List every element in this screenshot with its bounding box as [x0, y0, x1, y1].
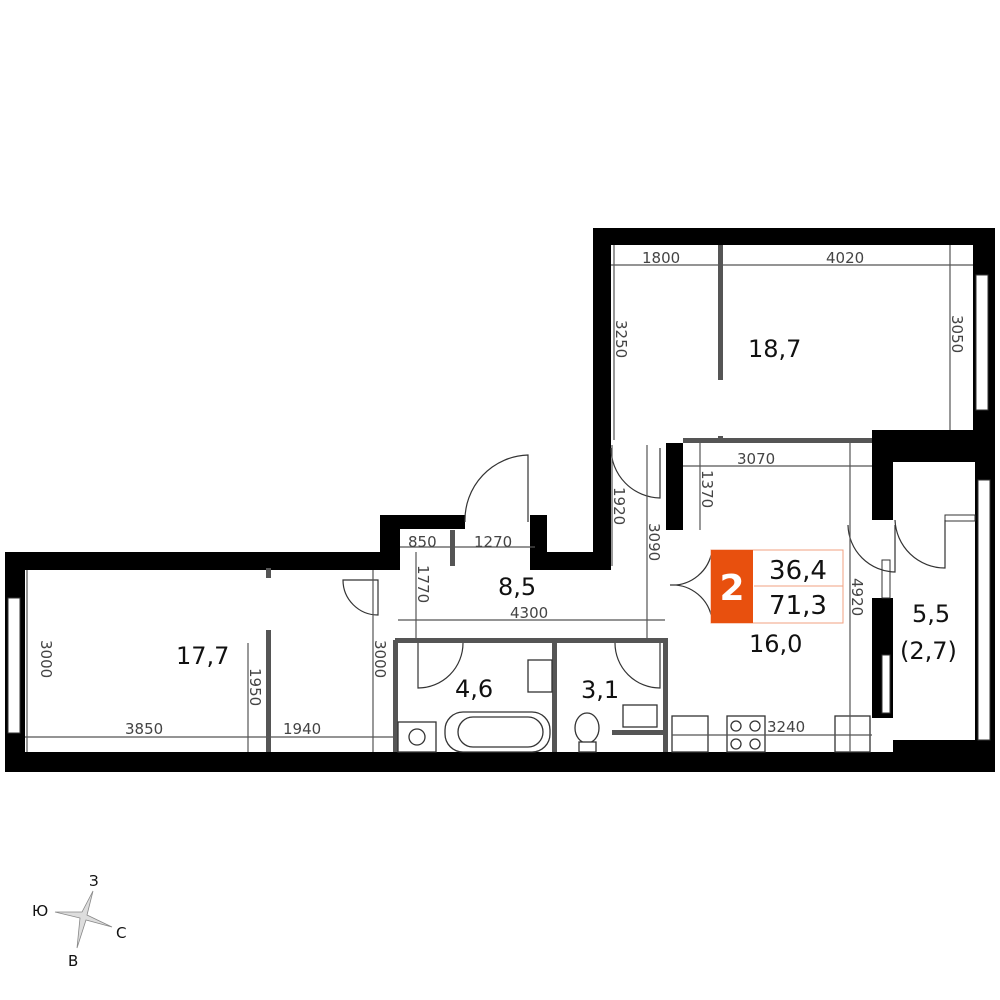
apartment-badge: 2 36,4 71,3 — [710, 549, 844, 624]
dim-4920: 4920 — [848, 578, 866, 616]
kitchen-sink-icon — [671, 715, 709, 753]
dim-3070: 3070 — [737, 450, 775, 468]
dim-4020: 4020 — [826, 249, 864, 267]
dim-1370: 1370 — [698, 470, 716, 508]
room-areas: 18,7 17,7 8,5 4,6 3,1 16,0 5,5 (2,7) — [176, 335, 957, 704]
balcony-area: 5,5 — [912, 600, 950, 628]
compass-south: Ю — [32, 902, 48, 920]
fixtures — [397, 659, 871, 753]
dim-1950: 1950 — [246, 668, 264, 706]
toilet-icon — [574, 712, 600, 744]
dim-3240: 3240 — [767, 718, 805, 736]
exterior-walls — [5, 228, 995, 772]
balcony-area-reduced: (2,7) — [900, 637, 957, 665]
dim-1270: 1270 — [474, 533, 512, 551]
sink-icon — [527, 659, 553, 693]
dim-1770: 1770 — [414, 565, 432, 603]
bathroom-area: 4,6 — [455, 675, 493, 703]
dim-3090: 3090 — [645, 523, 663, 561]
compass-north: С — [116, 924, 126, 942]
room-count: 2 — [719, 568, 744, 609]
dim-850: 850 — [408, 533, 437, 551]
dim-1920: 1920 — [610, 487, 628, 525]
toilet-sink-icon — [622, 704, 658, 728]
dim-3250: 3250 — [612, 320, 630, 358]
interior-partitions — [266, 245, 872, 752]
compass-east: В — [68, 952, 78, 970]
dim-3000-living: 3000 — [37, 640, 55, 678]
living-area: 36,4 — [769, 556, 827, 586]
compass: З Ю С В — [32, 872, 126, 970]
toilet-area: 3,1 — [581, 676, 619, 704]
dimension-lines — [25, 245, 973, 752]
compass-west: З — [89, 872, 99, 890]
compass-rose-icon — [54, 890, 113, 949]
windows — [7, 274, 991, 741]
dim-3850: 3850 — [125, 720, 163, 738]
living-room-area: 17,7 — [176, 642, 229, 670]
doors — [342, 447, 946, 689]
hall-area: 8,5 — [498, 573, 536, 601]
dimension-labels: 1800 4020 3250 3050 3070 1370 1920 3090 … — [37, 249, 966, 738]
bedroom-area: 18,7 — [748, 335, 801, 363]
dim-1940: 1940 — [283, 720, 321, 738]
kitchen-area: 16,0 — [749, 630, 802, 658]
dim-4300: 4300 — [510, 604, 548, 622]
dim-3050: 3050 — [948, 315, 966, 353]
total-area: 71,3 — [769, 591, 827, 621]
dim-3000-hall: 3000 — [371, 640, 389, 678]
dim-1800: 1800 — [642, 249, 680, 267]
